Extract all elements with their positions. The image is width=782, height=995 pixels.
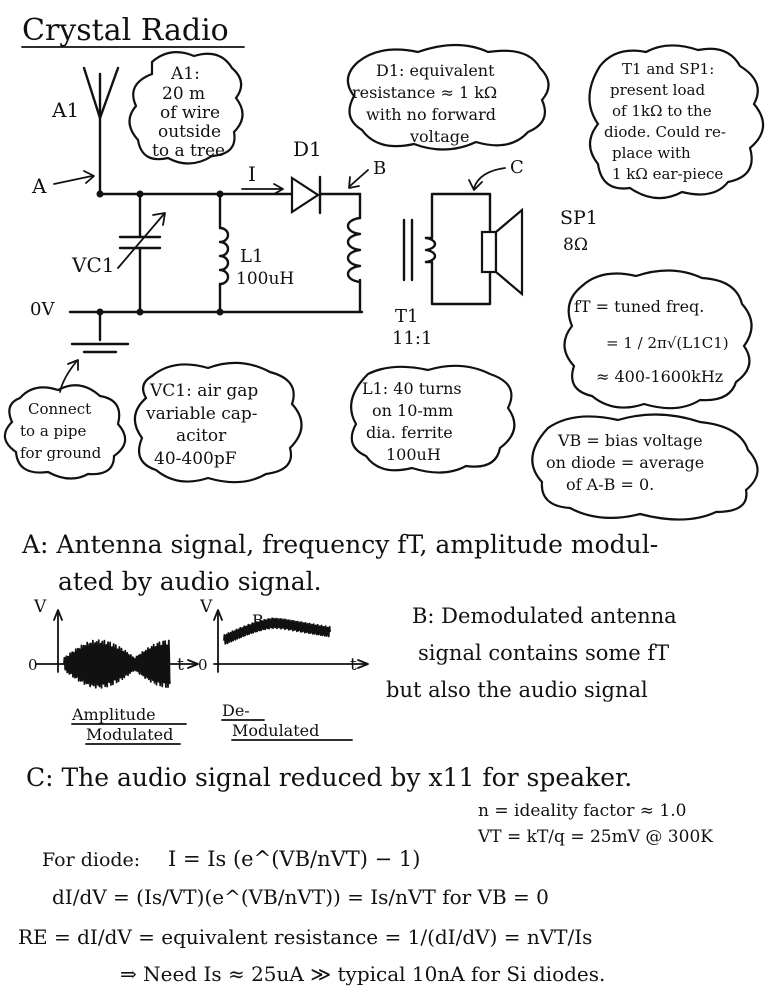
note-capacitor: VC1: air gap variable cap- acitor 40-400… — [133, 361, 303, 484]
note-capacitor-line4: 40-400pF — [154, 449, 237, 469]
inductor-value: 100uH — [236, 269, 294, 289]
note-inductor: L1: 40 turns on 10-mm dia. ferrite 100uH — [350, 364, 516, 474]
explain-b-line3: but also the audio signal — [386, 678, 648, 702]
am-zero-label: 0 — [28, 656, 38, 674]
inductor-label: L1 — [240, 246, 263, 267]
note-tuned-frequency: fT = tuned freq. = 1 / 2π√(L1C1) ≈ 400-1… — [563, 269, 753, 410]
note-capacitor-line3: acitor — [176, 426, 227, 446]
equation-ideality: n = ideality factor ≈ 1.0 — [478, 801, 686, 821]
am-caption-line2: Modulated — [86, 725, 173, 744]
note-transformer-line6: 1 kΩ ear-piece — [612, 165, 723, 183]
note-diode: D1: equivalent resistance ≈ 1 kΩ with no… — [346, 43, 550, 151]
current-label: I — [248, 162, 256, 186]
note-bias-voltage: VB = bias voltage on diode = average of … — [531, 413, 759, 521]
note-transformer-speaker: T1 and SP1: present load of 1kΩ to the d… — [588, 44, 765, 200]
transformer-t1-icon — [346, 216, 437, 284]
note-capacitor-line1: VC1: air gap — [149, 381, 258, 401]
note-transformer-line4: diode. Could re- — [604, 123, 726, 141]
note-ft-line1: fT = tuned freq. — [574, 297, 704, 316]
dm-b-label: B — [252, 611, 264, 630]
explain-b-line1: B: Demodulated antenna — [412, 604, 677, 628]
graph-demodulated: V 0 t B De- Modulated — [198, 597, 369, 741]
note-ground: Connect to a pipe for ground — [3, 384, 127, 480]
note-vb-line1: VB = bias voltage — [557, 431, 703, 450]
speaker-icon — [480, 207, 524, 297]
transformer-ratio: 11:1 — [392, 328, 432, 349]
am-t-label: t — [177, 655, 184, 675]
am-waveform — [63, 639, 171, 689]
note-ground-line3: for ground — [20, 444, 102, 462]
note-ground-line1: Connect — [28, 400, 91, 418]
ground-icon — [70, 310, 130, 354]
node-c-arrow — [468, 167, 506, 191]
note-antenna: A1: 20 m of wire outside to a tree — [128, 51, 244, 165]
note-inductor-line4: 100uH — [386, 445, 441, 464]
note-diode-line2: resistance ≈ 1 kΩ — [352, 83, 497, 102]
speaker-label: SP1 — [560, 207, 598, 229]
note-ft-line3: ≈ 400-1600kHz — [596, 367, 723, 386]
am-caption-line1: Amplitude — [71, 705, 156, 724]
inductor-l1-icon — [218, 192, 230, 314]
diode-d1-icon — [290, 175, 322, 215]
note-antenna-line2: 20 m — [162, 84, 205, 104]
am-v-label: V — [33, 597, 47, 617]
note-diode-line4: voltage — [409, 127, 469, 146]
dm-zero-label: 0 — [198, 656, 208, 674]
note-diode-line3: with no forward — [366, 105, 496, 124]
note-vb-line2: on diode = average — [546, 453, 704, 472]
note-transformer-line2: present load — [610, 81, 705, 99]
note-inductor-line1: L1: 40 turns — [362, 379, 462, 398]
junction-dots — [96, 190, 224, 316]
speaker-value: 8Ω — [563, 235, 588, 255]
current-arrow-icon — [241, 183, 284, 195]
equation-equivalent-resistance: RE = dI/dV = equivalent resistance = 1/(… — [18, 925, 592, 949]
note-ft-line2: = 1 / 2π√(L1C1) — [606, 334, 729, 352]
equation-diode: I = Is (e^(VB/nVT) − 1) — [168, 847, 420, 871]
node-b-arrow — [348, 169, 369, 189]
note-ground-line2: to a pipe — [20, 422, 87, 440]
node-a-arrow — [53, 170, 95, 185]
note-antenna-line4: outside — [158, 122, 221, 142]
circuit-schematic: A1 A I D1 B 0V — [30, 66, 598, 354]
diode-label: D1 — [293, 137, 322, 161]
note-antenna-line5: to a tree — [152, 141, 225, 161]
note-transformer-line5: place with — [612, 144, 691, 162]
page-title: Crystal Radio — [22, 13, 229, 48]
explain-a-line2: ated by audio signal. — [58, 567, 322, 596]
node-c-label: C — [510, 157, 524, 178]
explain-a-line1: A: Antenna signal, frequency fT, amplitu… — [21, 530, 658, 559]
node-a-label: A — [31, 174, 47, 198]
variable-capacitor-icon — [117, 192, 166, 314]
dm-v-label: V — [199, 597, 213, 617]
note-vb-line3: of A-B = 0. — [566, 475, 654, 494]
note-inductor-line3: dia. ferrite — [366, 423, 453, 442]
equation-need-is: ⇒ Need Is ≈ 25uA ≫ typical 10nA for Si d… — [120, 962, 605, 986]
note-ground-arrow — [59, 359, 79, 393]
explain-b-line2: signal contains some fT — [418, 641, 669, 665]
equation-didv: dI/dV = (Is/VT)(e^(VB/nVT)) = Is/nVT for… — [52, 885, 549, 909]
equation-diode-label: For diode: — [42, 849, 140, 871]
note-transformer-line3: of 1kΩ to the — [612, 102, 712, 120]
dm-waveform — [223, 617, 331, 645]
dm-caption-line2: Modulated — [232, 721, 319, 740]
note-transformer-line1: T1 and SP1: — [622, 60, 714, 78]
zero-volt-label: 0V — [30, 299, 55, 320]
equation-thermal-voltage: VT = kT/q = 25mV @ 300K — [477, 827, 713, 847]
dm-caption-line1: De- — [222, 701, 250, 720]
dm-t-label: t — [350, 655, 357, 675]
explain-c-line: C: The audio signal reduced by x11 for s… — [26, 763, 632, 792]
secondary-loop-wire — [424, 192, 492, 306]
vc1-label: VC1 — [71, 253, 114, 277]
note-diode-line1: D1: equivalent — [376, 61, 495, 80]
transformer-label: T1 — [395, 306, 418, 327]
antenna-icon — [82, 66, 120, 196]
note-antenna-line3: of wire — [160, 103, 220, 123]
node-b-label: B — [373, 158, 386, 179]
note-inductor-line2: on 10-mm — [372, 401, 453, 420]
note-antenna-line1: A1: — [170, 64, 200, 84]
graph-amplitude-modulated: V 0 t Amplitude Modulated — [28, 597, 199, 745]
antenna-label: A1 — [51, 98, 79, 122]
note-capacitor-line2: variable cap- — [145, 404, 258, 424]
